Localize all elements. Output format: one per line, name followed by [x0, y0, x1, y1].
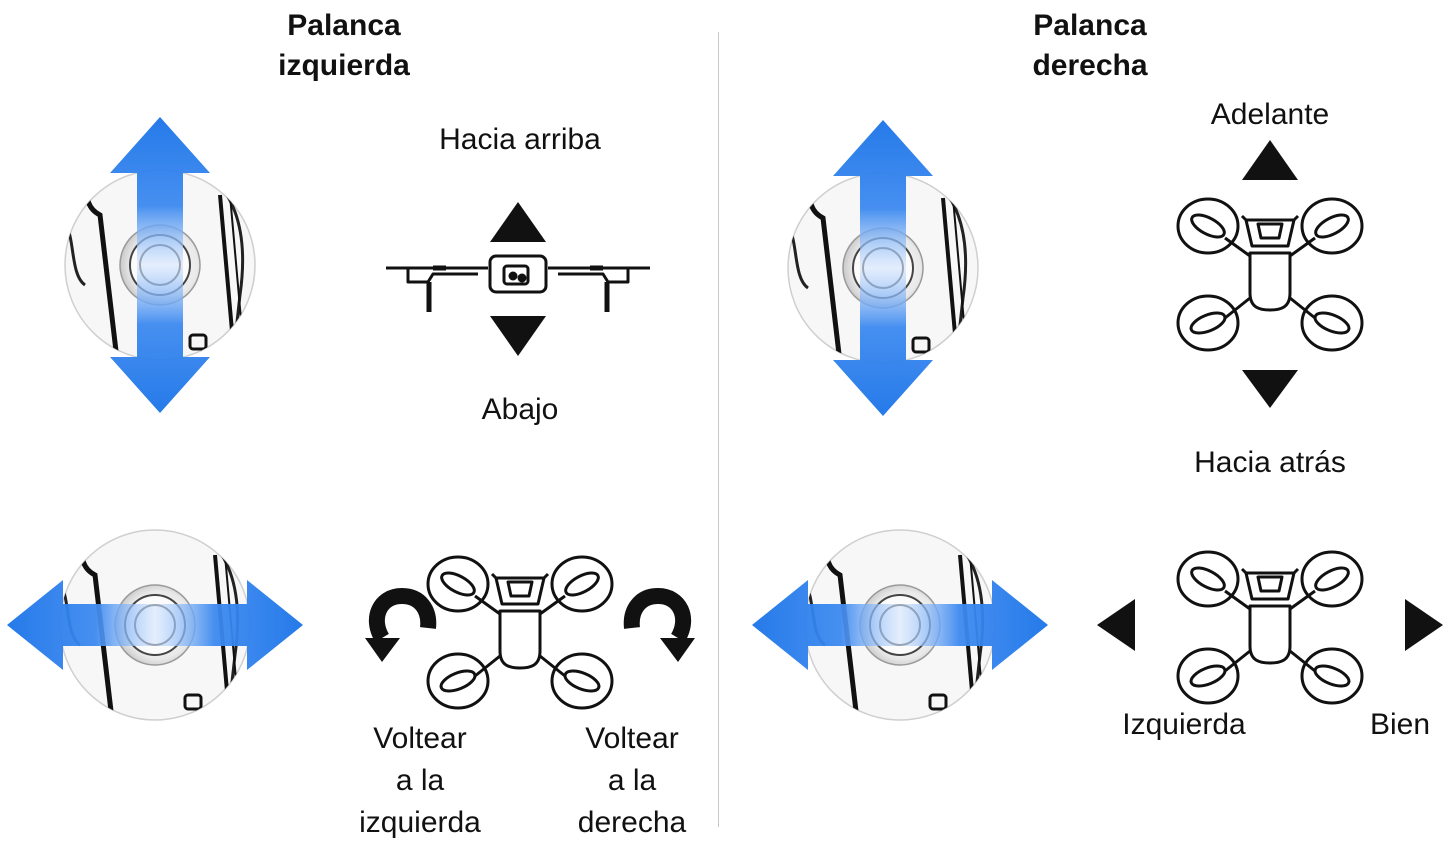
- drone-top-view-roll: [1097, 550, 1443, 705]
- left-stick-vertical-photo: [5, 117, 305, 413]
- down-triangle-icon: [490, 316, 546, 356]
- drone-side-view: [380, 202, 660, 356]
- right-stick-title-line1: Palanca: [1033, 9, 1147, 42]
- backward-triangle-icon: [1242, 370, 1298, 408]
- up-down-arrow-icon: [110, 117, 210, 413]
- right-stick-title: Palanca derecha: [960, 6, 1220, 86]
- label-right: Bien: [1369, 708, 1431, 741]
- label-rotate-left: Voltear a la izquierda: [320, 718, 520, 844]
- label-rotate-right-line3: derecha: [577, 806, 687, 839]
- label-left: Izquierda: [1122, 708, 1246, 741]
- rotate-left-icon: [365, 587, 437, 662]
- label-rotate-left-line3: izquierda: [359, 806, 481, 839]
- label-rotate-right-line2: a la: [607, 764, 657, 797]
- right-stick-horizontal-photo: [752, 528, 1048, 728]
- label-down: Abajo: [481, 393, 559, 426]
- label-backward: Hacia atrás: [1194, 446, 1346, 479]
- forward-triangle-icon: [1242, 140, 1298, 180]
- left-stick-title-line1: Palanca: [287, 9, 401, 42]
- label-up: Hacia arriba: [439, 123, 601, 156]
- label-forward: Adelante: [1210, 98, 1330, 131]
- rotate-right-icon: [623, 587, 695, 662]
- drone-top-view-pitch: [1176, 140, 1364, 408]
- right-stick-title-line2: derecha: [1032, 49, 1148, 82]
- left-right-arrow-icon: [7, 580, 303, 670]
- label-rotate-left-line2: a la: [395, 764, 445, 797]
- left-stick-title: Palanca izquierda: [214, 6, 474, 86]
- label-rotate-right: Voltear a la derecha: [532, 718, 732, 844]
- label-rotate-right-line1: Voltear: [585, 722, 679, 755]
- left-triangle-icon: [1097, 599, 1135, 651]
- left-stick-title-line2: izquierda: [278, 49, 410, 82]
- forward-backward-arrow-icon: [833, 120, 933, 416]
- right-stick-vertical-photo: [733, 120, 1033, 416]
- right-triangle-icon: [1405, 599, 1443, 651]
- drone-top-view-rotate: [365, 555, 695, 710]
- left-right-arrow-icon-right: [752, 580, 1048, 670]
- center-divider: [718, 32, 719, 827]
- label-rotate-left-line1: Voltear: [373, 722, 467, 755]
- up-triangle-icon: [490, 202, 546, 242]
- left-stick-horizontal-photo: [7, 528, 303, 728]
